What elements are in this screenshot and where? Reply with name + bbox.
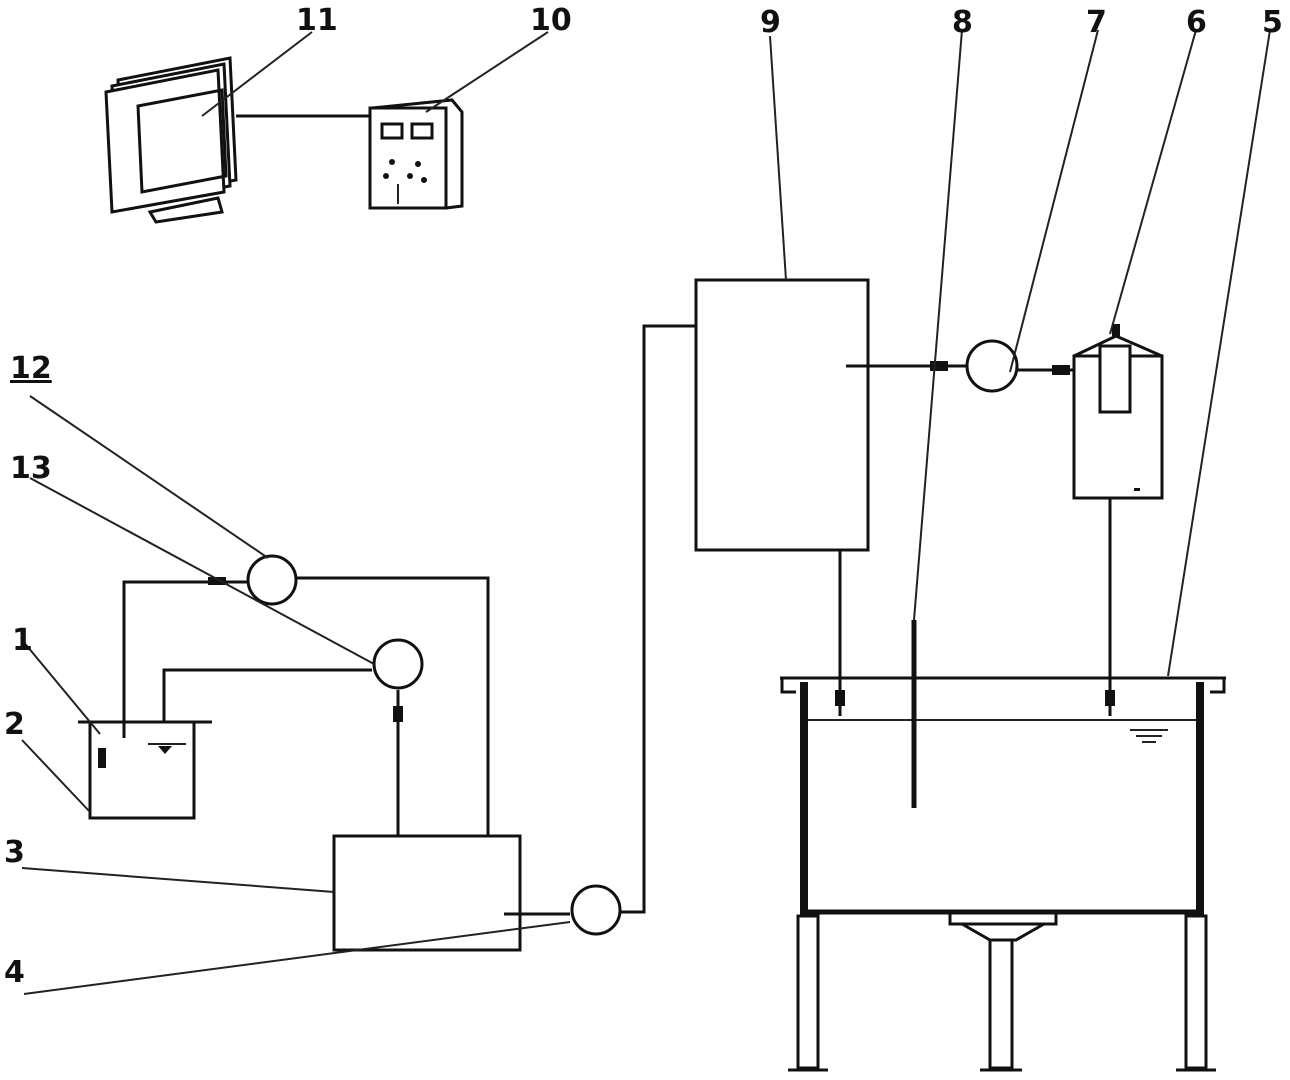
label-5: 5 xyxy=(1262,5,1283,40)
pump-13 xyxy=(372,638,424,690)
pipe-vessel-to-pump12 xyxy=(122,580,248,738)
label-12: 12 xyxy=(10,351,52,386)
pump-4 xyxy=(570,884,622,936)
treatment-basin xyxy=(780,676,1226,1072)
valve-marker xyxy=(208,577,226,585)
valve-marker xyxy=(835,690,845,706)
label-10: 10 xyxy=(530,3,572,38)
dosing-vessel xyxy=(1072,324,1164,500)
pump-12 xyxy=(246,554,298,606)
beaker-vessel xyxy=(78,720,212,820)
pump-7 xyxy=(965,339,1019,393)
mixing-tank xyxy=(332,834,522,952)
controller-box xyxy=(368,98,464,210)
label-9: 9 xyxy=(760,5,781,40)
label-4: 4 xyxy=(4,955,25,990)
label-8: 8 xyxy=(952,5,973,40)
label-13: 13 xyxy=(10,451,52,486)
pipe-vessel-to-pump13 xyxy=(162,668,372,722)
reservoir-tank xyxy=(694,278,870,552)
computer-monitor xyxy=(104,56,238,224)
pipe-pump12-to-tank3 xyxy=(296,576,490,840)
reference-labels: 1 2 3 4 5 6 7 8 9 10 11 12 13 xyxy=(4,3,1283,990)
label-1: 1 xyxy=(12,623,33,658)
valve-marker xyxy=(1052,365,1070,375)
label-2: 2 xyxy=(4,707,25,742)
label-3: 3 xyxy=(4,835,25,870)
label-11: 11 xyxy=(296,3,338,38)
valve-marker xyxy=(1105,690,1115,706)
valve-marker xyxy=(930,361,948,371)
label-7: 7 xyxy=(1086,5,1107,40)
valve-marker xyxy=(393,706,403,722)
leader-lines xyxy=(21,29,1271,995)
label-6: 6 xyxy=(1186,5,1207,40)
